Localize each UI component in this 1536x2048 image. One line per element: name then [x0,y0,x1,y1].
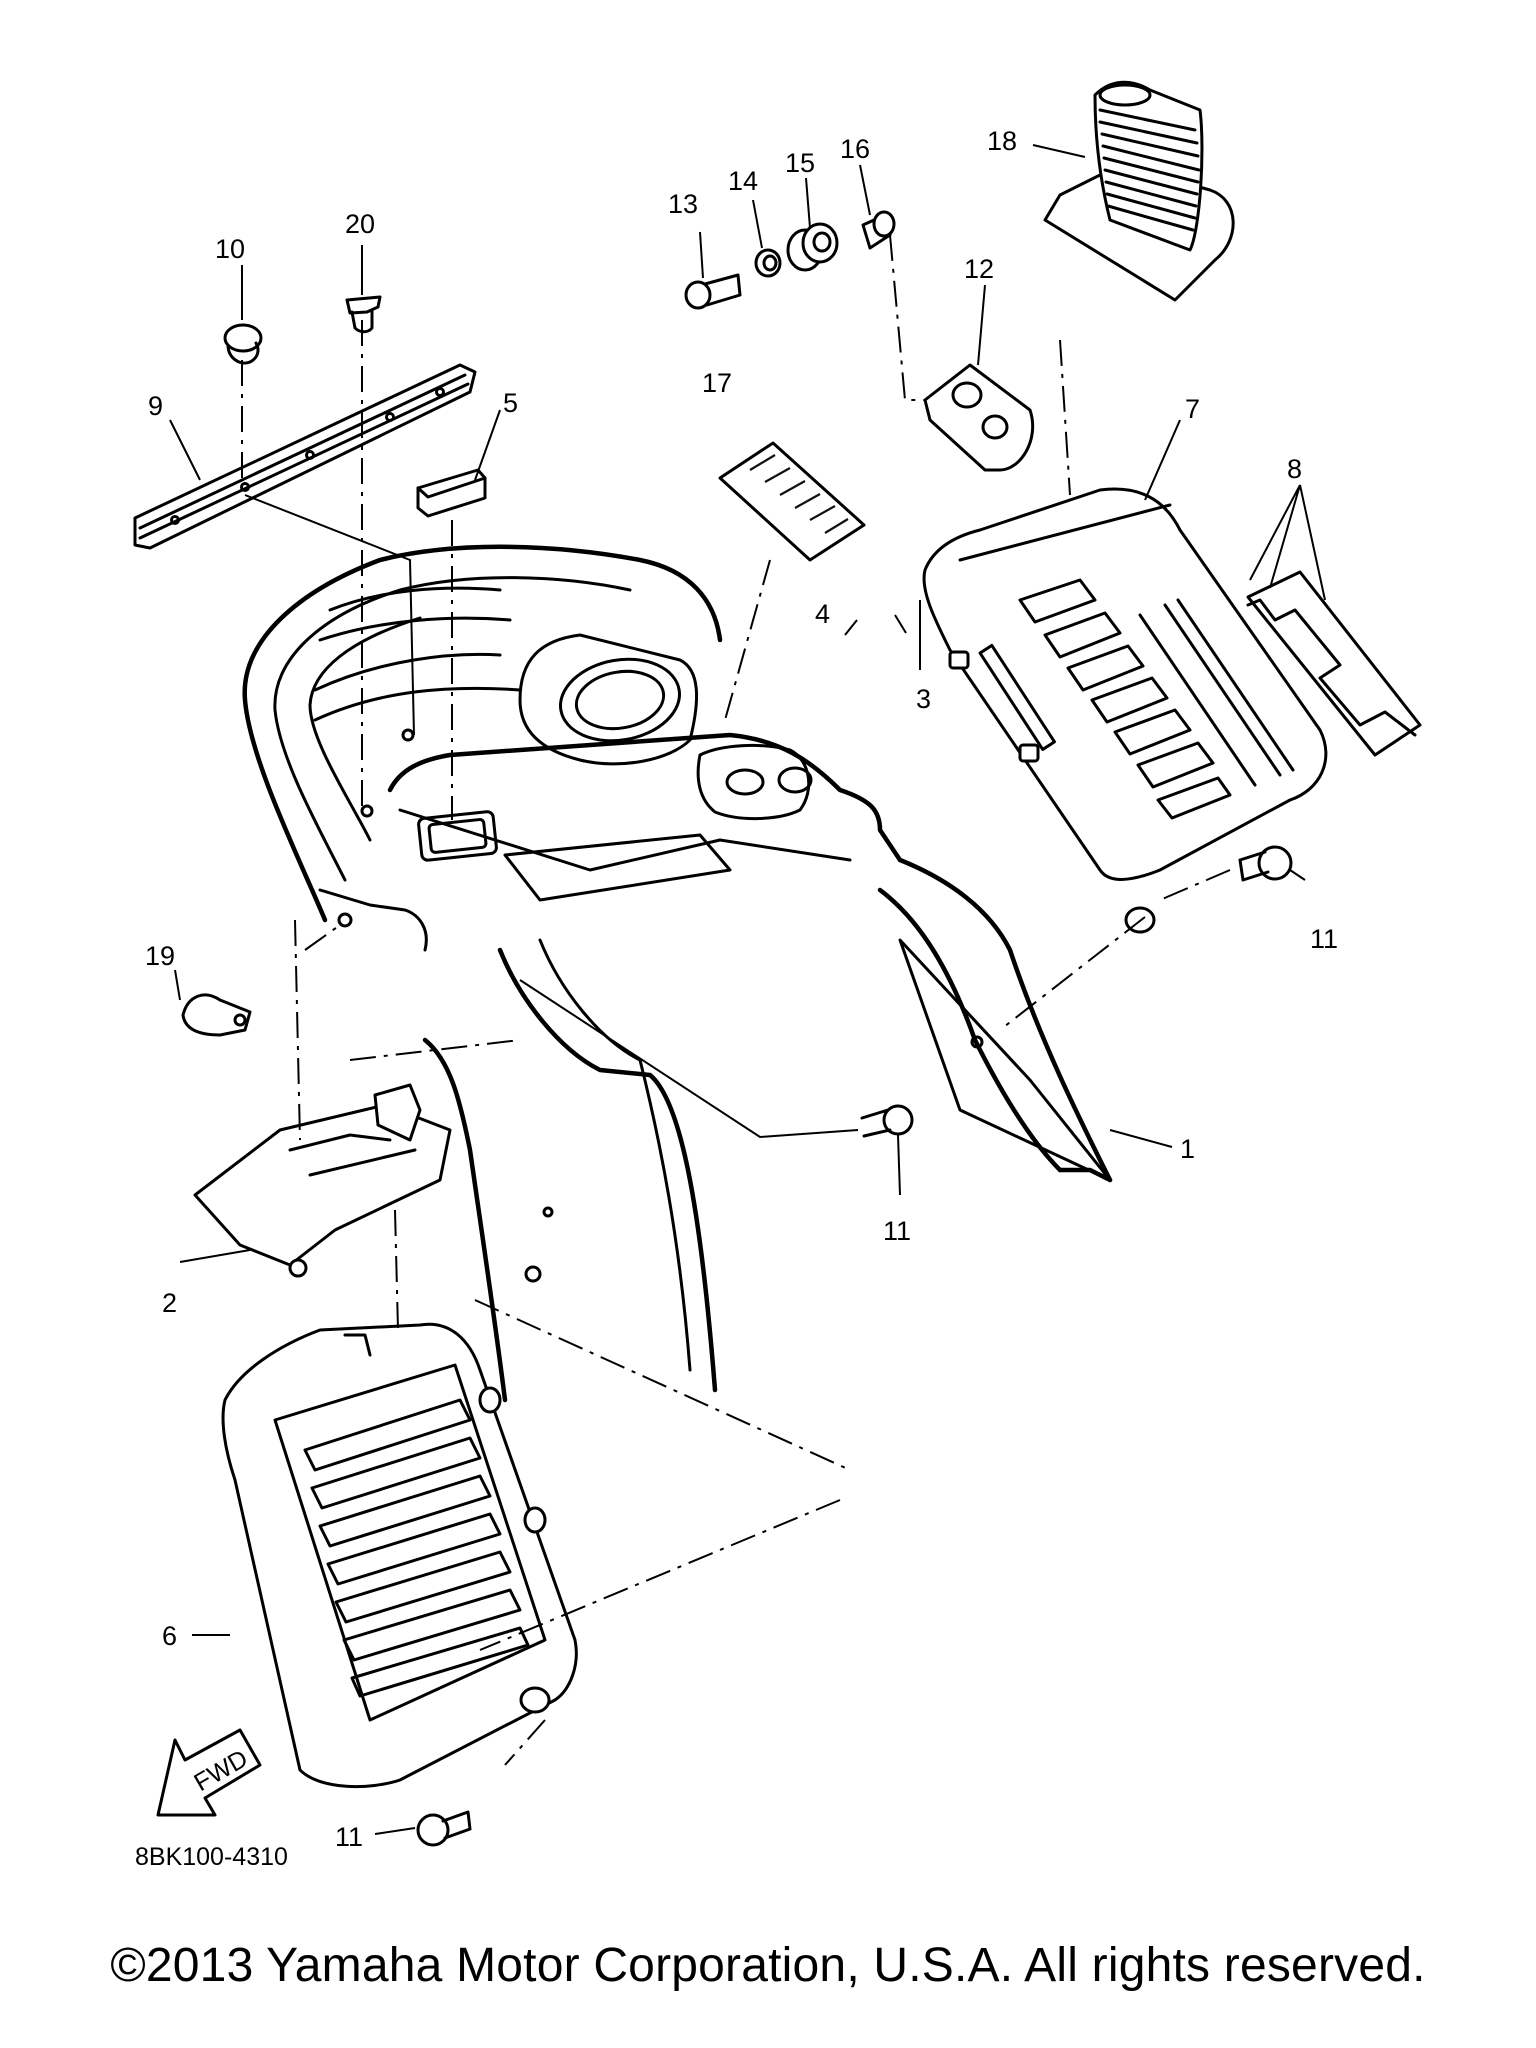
part-17-label-plate [718,441,866,562]
part-11-bolt-right [1238,845,1293,882]
part-15-grommet [786,222,839,272]
part-9-rail-bar [133,363,477,550]
callout-10: 10 [215,234,245,264]
assembly-lines [241,234,1231,1766]
callout-16: 16 [840,134,870,164]
callout-11-center: 11 [883,1216,911,1246]
part-14-washer [754,248,782,278]
callout-5: 5 [503,388,518,418]
callout-8: 8 [1287,454,1302,484]
part-7-right-side-cover [922,487,1328,934]
callout-6: 6 [162,1621,177,1651]
callout-19: 19 [145,941,175,971]
part-11-bolt-bottom [416,1810,472,1847]
part-18-shift-boot [1043,80,1235,302]
callout-11-right: 11 [1310,924,1338,954]
callout-11-bottom: 11 [335,1822,363,1852]
callout-20: 20 [345,209,375,239]
part-5-small-cover [416,468,487,518]
part-13-bolt [684,273,742,310]
callout-3: 3 [916,684,931,714]
callout-9: 9 [148,391,163,421]
part-10-cap [223,323,263,365]
callout-17: 17 [702,368,732,398]
part-19-clip [181,993,252,1037]
part-20-rivet [345,295,382,334]
callout-4: 4 [815,599,830,629]
part-1-front-body-panel [242,544,1113,1403]
callout-7: 7 [1185,394,1200,424]
part-2-lid [193,1083,452,1278]
copyright-notice: ©2013 Yamaha Motor Corporation, U.S.A. A… [110,1939,1426,1992]
callout-1: 1 [1180,1134,1195,1164]
callout-15: 15 [785,148,815,178]
part-6-left-side-cover [221,1322,578,1788]
callout-2: 2 [162,1288,177,1318]
part-12-bracket [923,363,1035,472]
callout-18: 18 [987,126,1017,156]
callout-12: 12 [964,254,994,284]
callout-13: 13 [668,189,698,219]
callout-14: 14 [728,166,758,196]
callout-labels: 1 2 3 4 5 6 7 8 9 10 11 11 11 12 13 14 1… [135,126,1338,1871]
part-16-collar [861,210,896,250]
part-11-bolt-center [860,1104,914,1138]
leader-lines [169,144,1326,1835]
part-8-pad-strip [1246,570,1422,757]
fwd-direction-arrow: FWD [156,1728,262,1817]
part-code-label: 8BK100-4310 [135,1843,288,1871]
